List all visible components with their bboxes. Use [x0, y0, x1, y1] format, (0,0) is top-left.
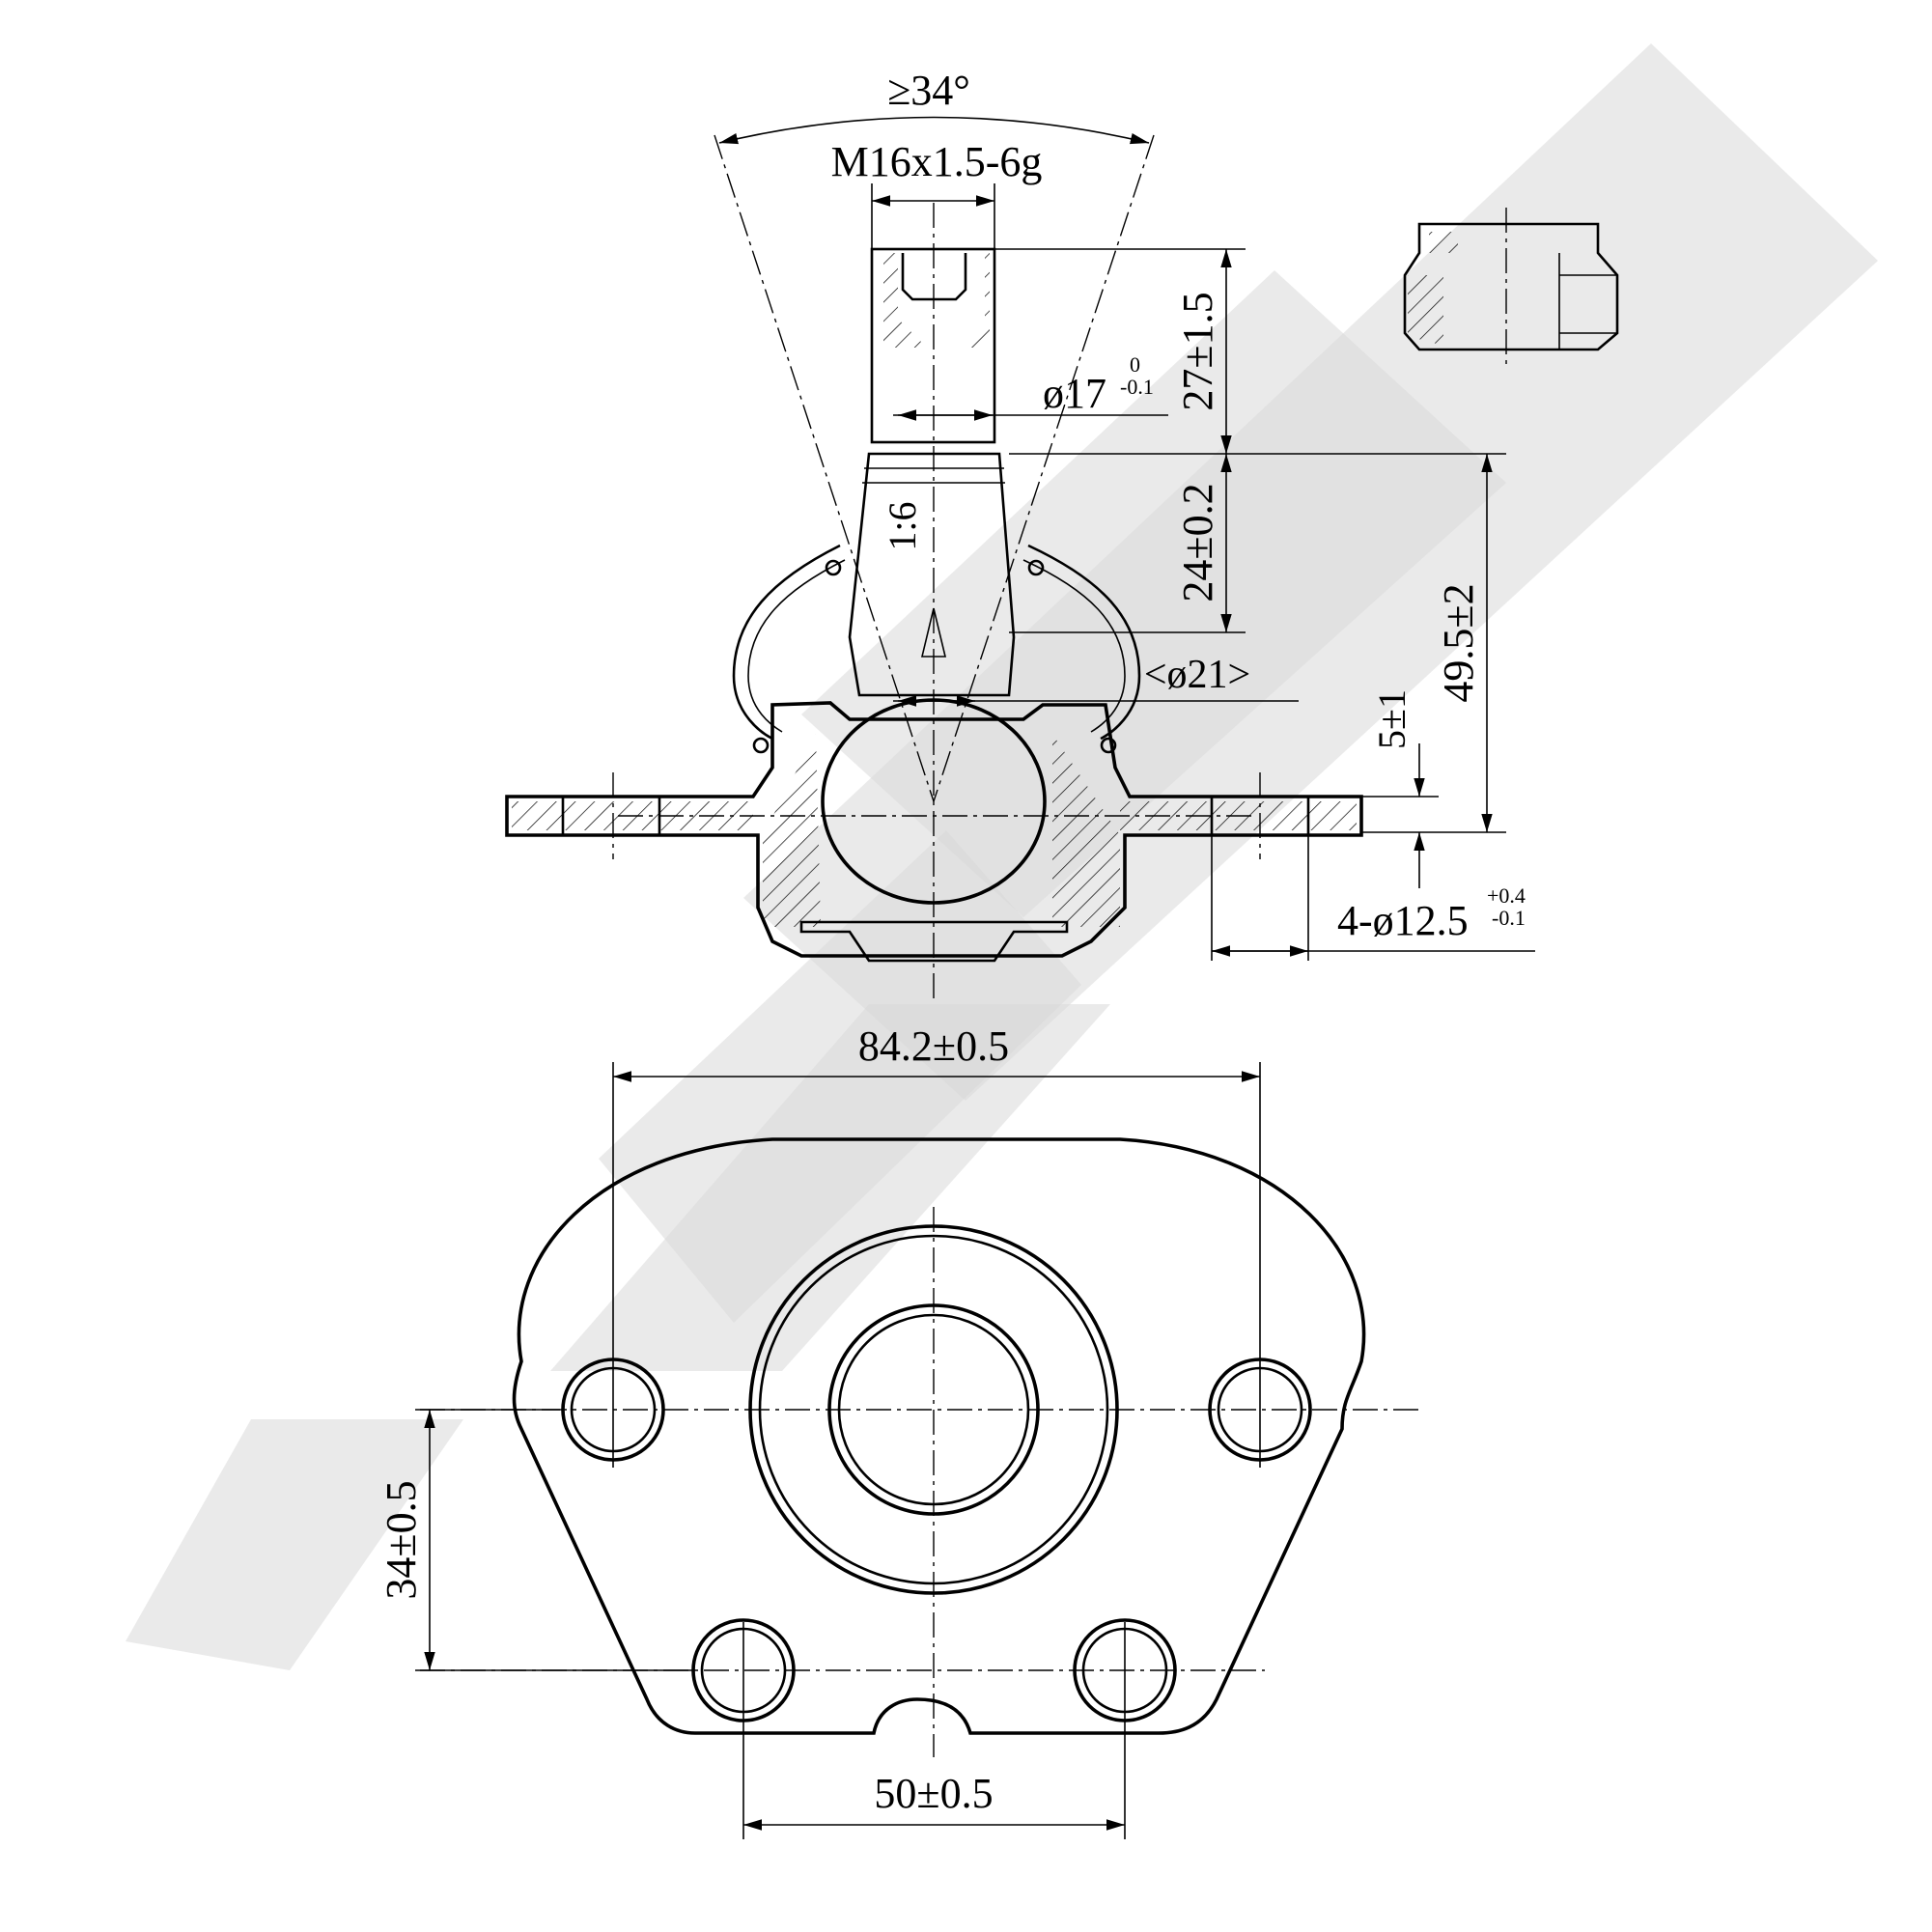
- top-dimensions: ≥34° M16x1.5-6g ø17 0 -0.1 27±1.5 24±0.2…: [718, 67, 1535, 961]
- diameter-17-lower-tol: -0.1: [1120, 375, 1154, 399]
- mounting-holes: [561, 1358, 1312, 1722]
- angle-label: ≥34°: [887, 67, 970, 114]
- dim-50-label: 50±0.5: [874, 1770, 993, 1817]
- holes-lower-tol: -0.1: [1492, 906, 1526, 930]
- dim-24-label: 24±0.2: [1174, 483, 1221, 602]
- taper-label: 1:6: [881, 501, 924, 550]
- plan-view: [420, 1137, 1419, 1757]
- holes-upper-tol: +0.4: [1487, 883, 1526, 908]
- boot-right: [1027, 544, 1141, 741]
- watermark-logo: [126, 43, 1878, 1670]
- dim-84-2-label: 84.2±0.5: [858, 1022, 1009, 1070]
- diameter-21-label: <ø21>: [1144, 653, 1250, 697]
- diameter-17-upper-tol: 0: [1130, 352, 1140, 377]
- housing-hatch-right: [1052, 734, 1120, 927]
- housing-hatch-left: [763, 734, 821, 927]
- boot-left: [732, 544, 841, 741]
- thread-label: M16x1.5-6g: [831, 138, 1043, 185]
- boot-clip-top-right: [1027, 559, 1045, 576]
- dim-5-label: 5±1: [1370, 689, 1414, 749]
- stud-taper: [848, 452, 1016, 697]
- boot-clip-bottom-left: [752, 737, 770, 754]
- flange-outline: [512, 1137, 1366, 1735]
- plan-dimensions: 84.2±0.5 34±0.5 50±0.5: [378, 1022, 1261, 1839]
- boot-clip-top-left: [825, 559, 842, 576]
- stud-hatch: [883, 253, 990, 348]
- holes-label: 4-ø12.5: [1337, 897, 1469, 944]
- lock-nut: [1403, 208, 1619, 367]
- diameter-17-label: ø17: [1043, 370, 1106, 417]
- dim-49-5-label: 49.5±2: [1435, 583, 1482, 702]
- bottom-cap: [799, 920, 1069, 963]
- dim-27-label: 27±1.5: [1174, 292, 1221, 410]
- dim-34-label: 34±0.5: [378, 1480, 425, 1599]
- boot-clip-bottom-right: [1100, 737, 1117, 754]
